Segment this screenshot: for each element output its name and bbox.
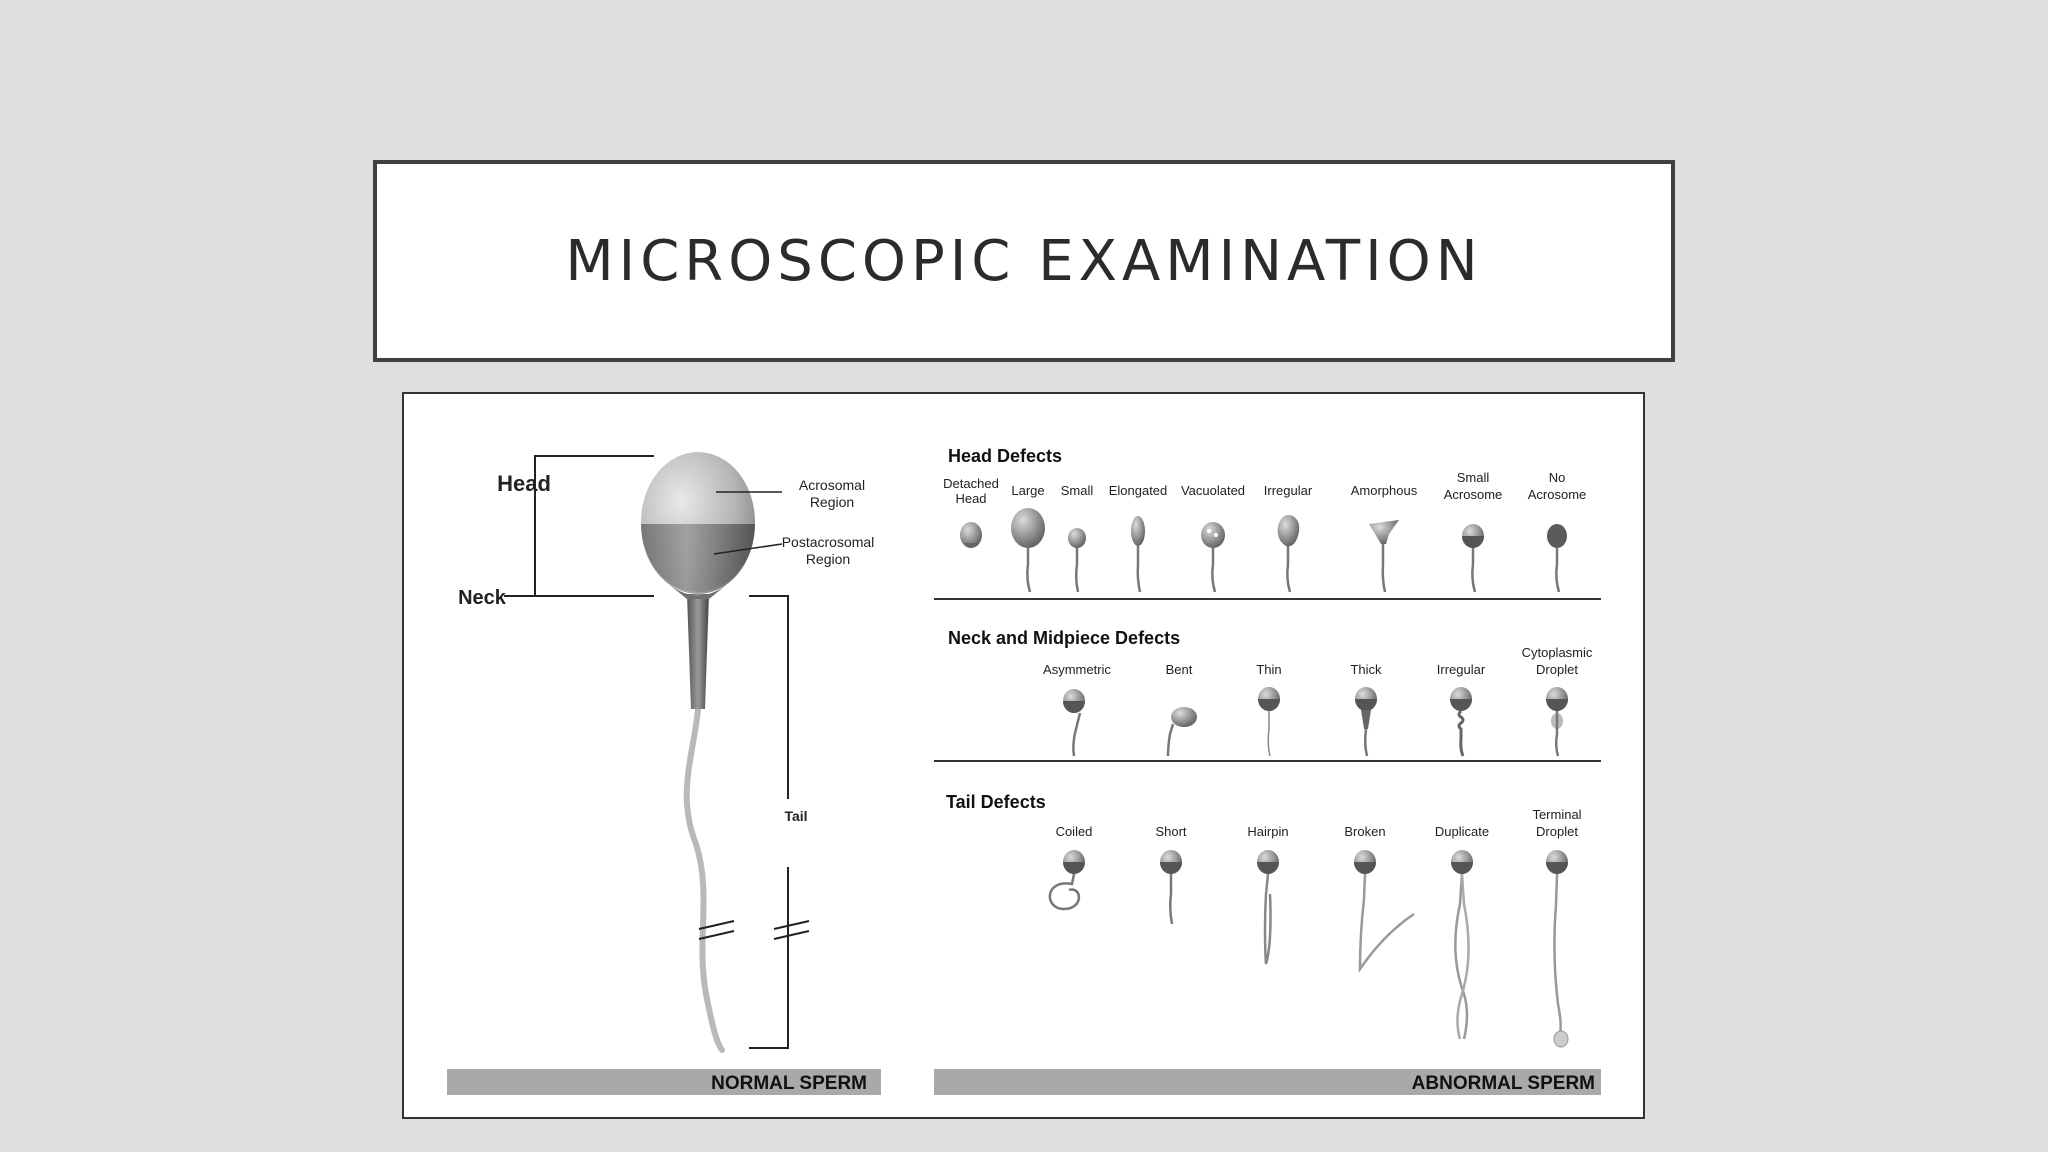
sperm-morphology-figure: Head Neck Tail Acrosomal Region Postacro… (402, 392, 1645, 1119)
head-defect-label-small-acrosome-1: Small (1457, 470, 1490, 485)
head-defect-sperm (960, 508, 1567, 593)
neck-defect-label-asymmetric: Asymmetric (1043, 662, 1111, 677)
head-defect-label-no-acrosome-2: Acrosome (1528, 487, 1587, 502)
tail-defect-label-terminal-2: Droplet (1536, 824, 1578, 839)
tail-defect-label-hairpin: Hairpin (1247, 824, 1288, 839)
head-defect-label-amorphous: Amorphous (1351, 483, 1418, 498)
morphology-diagram: Head Neck Tail Acrosomal Region Postacro… (447, 446, 1601, 1095)
postacrosomal-label-1: Postacrosomal (782, 534, 875, 550)
head-defect-label-irregular: Irregular (1264, 483, 1313, 498)
head-defect-label-small-acrosome-2: Acrosome (1444, 487, 1503, 502)
tail-label: Tail (784, 808, 807, 824)
tail-defect-label-duplicate: Duplicate (1435, 824, 1489, 839)
head-defect-label-detached-2: Head (955, 491, 986, 506)
abnormal-sperm-panel: Head Defects Neck and Midpiece Defects T… (934, 446, 1601, 1095)
title-box: MICROSCOPIC EXAMINATION (373, 160, 1675, 362)
break-marks (698, 920, 810, 940)
acrosomal-label-1: Acrosomal (799, 477, 865, 493)
neck-defect-label-cytoplasmic-1: Cytoplasmic (1522, 645, 1593, 660)
neck-join (666, 582, 730, 599)
normal-banner-text: NORMAL SPERM (711, 1073, 867, 1094)
head-defect-label-detached-1: Detached (943, 476, 999, 491)
head-label: Head (497, 471, 551, 496)
postacrosomal-shading (641, 524, 755, 594)
neck-defect-label-thin: Thin (1256, 662, 1281, 677)
neck-defects-title: Neck and Midpiece Defects (948, 628, 1180, 648)
head-defect-label-large: Large (1011, 483, 1044, 498)
normal-midpiece (687, 594, 709, 709)
head-defects-title: Head Defects (948, 446, 1062, 466)
neck-defect-label-bent: Bent (1166, 662, 1193, 677)
head-defect-label-small: Small (1061, 483, 1094, 498)
head-bracket (534, 455, 654, 597)
head-defect-label-elongated: Elongated (1109, 483, 1168, 498)
slide-title: MICROSCOPIC EXAMINATION (565, 228, 1483, 294)
neck-defect-label-thick: Thick (1350, 662, 1382, 677)
acrosomal-label-2: Region (810, 494, 854, 510)
normal-tail (683, 706, 725, 1053)
tail-defect-label-broken: Broken (1344, 824, 1385, 839)
tail-defects-title: Tail Defects (946, 792, 1046, 812)
normal-sperm-panel: Head Neck Tail Acrosomal Region Postacro… (447, 452, 881, 1095)
tail-defect-label-coiled: Coiled (1056, 824, 1093, 839)
neck-defect-label-cytoplasmic-2: Droplet (1536, 662, 1578, 677)
tail-defect-label-terminal-1: Terminal (1532, 807, 1581, 822)
tail-label-bg (774, 799, 802, 867)
abnormal-banner (934, 1069, 1601, 1095)
neck-defect-label-irregular: Irregular (1437, 662, 1486, 677)
head-defect-label-no-acrosome-1: No (1549, 470, 1566, 485)
neck-label: Neck (458, 587, 507, 609)
postacrosomal-label-2: Region (806, 551, 850, 567)
postacrosomal-pointer (713, 543, 783, 555)
head-defect-label-vacuolated: Vacuolated (1181, 483, 1245, 498)
tail-defect-label-short: Short (1155, 824, 1186, 839)
abnormal-banner-text: ABNORMAL SPERM (1412, 1073, 1595, 1094)
neck-defect-sperm (1063, 687, 1568, 757)
normal-banner (447, 1069, 881, 1095)
tail-defect-sperm (1048, 850, 1569, 1048)
